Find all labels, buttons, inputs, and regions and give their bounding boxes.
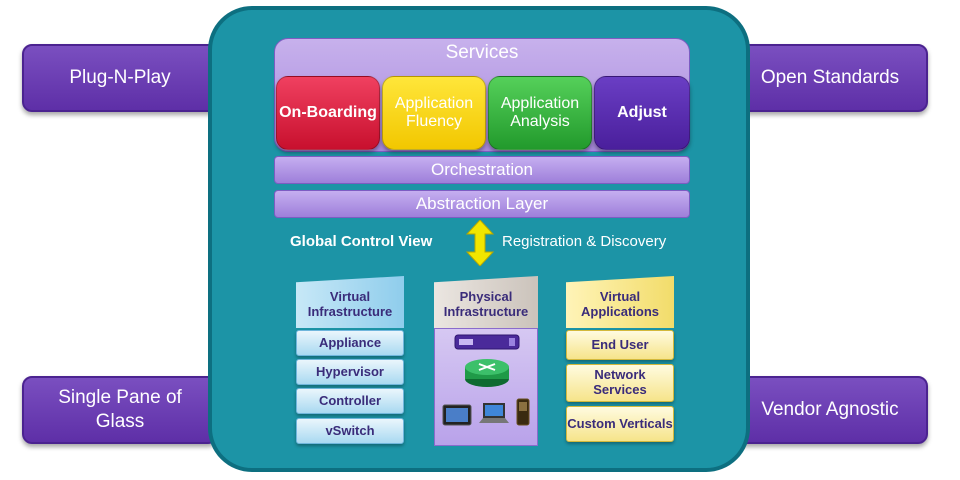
vswitch-item: vSwitch (296, 418, 404, 444)
controller-item: Controller (296, 388, 404, 414)
open-standards-badge: Open Standards (732, 44, 928, 112)
network-services-item: Network Services (566, 364, 674, 402)
plug-n-play-badge: Plug-N-Play (22, 44, 218, 112)
hypervisor-item: Hypervisor (296, 359, 404, 385)
vendor-agnostic-badge: Vendor Agnostic (732, 376, 928, 444)
virtual-infrastructure-list: Appliance Hypervisor Controller vSwitch (296, 328, 404, 446)
application-analysis-block: Application Analysis (488, 76, 592, 150)
adjust-block: Adjust (594, 76, 690, 150)
end-user-item: End User (566, 330, 674, 360)
appliance-item: Appliance (296, 330, 404, 356)
virtual-applications-header: Virtual Applications (566, 276, 674, 328)
single-pane-badge: Single Pane of Glass (22, 376, 218, 444)
phone-icon (516, 398, 530, 426)
tablet-icon (442, 404, 472, 426)
virtual-infrastructure-header: Virtual Infrastructure (296, 276, 404, 328)
global-control-view-label: Global Control View (290, 233, 433, 250)
physical-infrastructure-header: Physical Infrastructure (434, 276, 538, 328)
server-icon (454, 334, 520, 350)
orchestration-bar: Orchestration (274, 156, 690, 184)
abstraction-layer-bar: Abstraction Layer (274, 190, 690, 218)
double-arrow-icon (466, 220, 494, 266)
router-icon (465, 359, 509, 387)
laptop-icon (479, 403, 509, 423)
virtual-applications-list: End User Network Services Custom Vertica… (566, 328, 674, 446)
onboarding-block: On-Boarding (276, 76, 380, 150)
application-fluency-block: Application Fluency (382, 76, 486, 150)
services-title: Services (445, 42, 519, 63)
registration-discovery-label: Registration & Discovery (502, 233, 667, 250)
custom-verticals-item: Custom Verticals (566, 406, 674, 442)
physical-infrastructure-panel (434, 328, 538, 446)
physical-devices-illustration (442, 334, 530, 426)
